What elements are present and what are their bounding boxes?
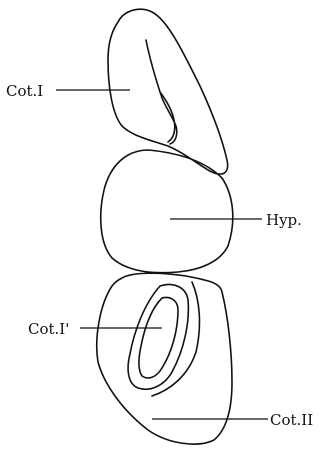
cotyledon-2-groove <box>152 282 199 396</box>
cotyledon-1-outline <box>108 9 228 174</box>
hypocotyl-outline <box>101 150 233 273</box>
label-cot-1-prime: Cot.I' <box>28 320 69 338</box>
label-cot-1: Cot.I <box>6 82 43 100</box>
cotyledon-1-prime <box>128 285 188 390</box>
label-hyp: Hyp. <box>266 211 302 229</box>
cotyledon-1-inner-fold <box>146 40 177 144</box>
label-cot-2: Cot.II <box>270 411 313 429</box>
cotyledon-1 <box>108 9 228 174</box>
